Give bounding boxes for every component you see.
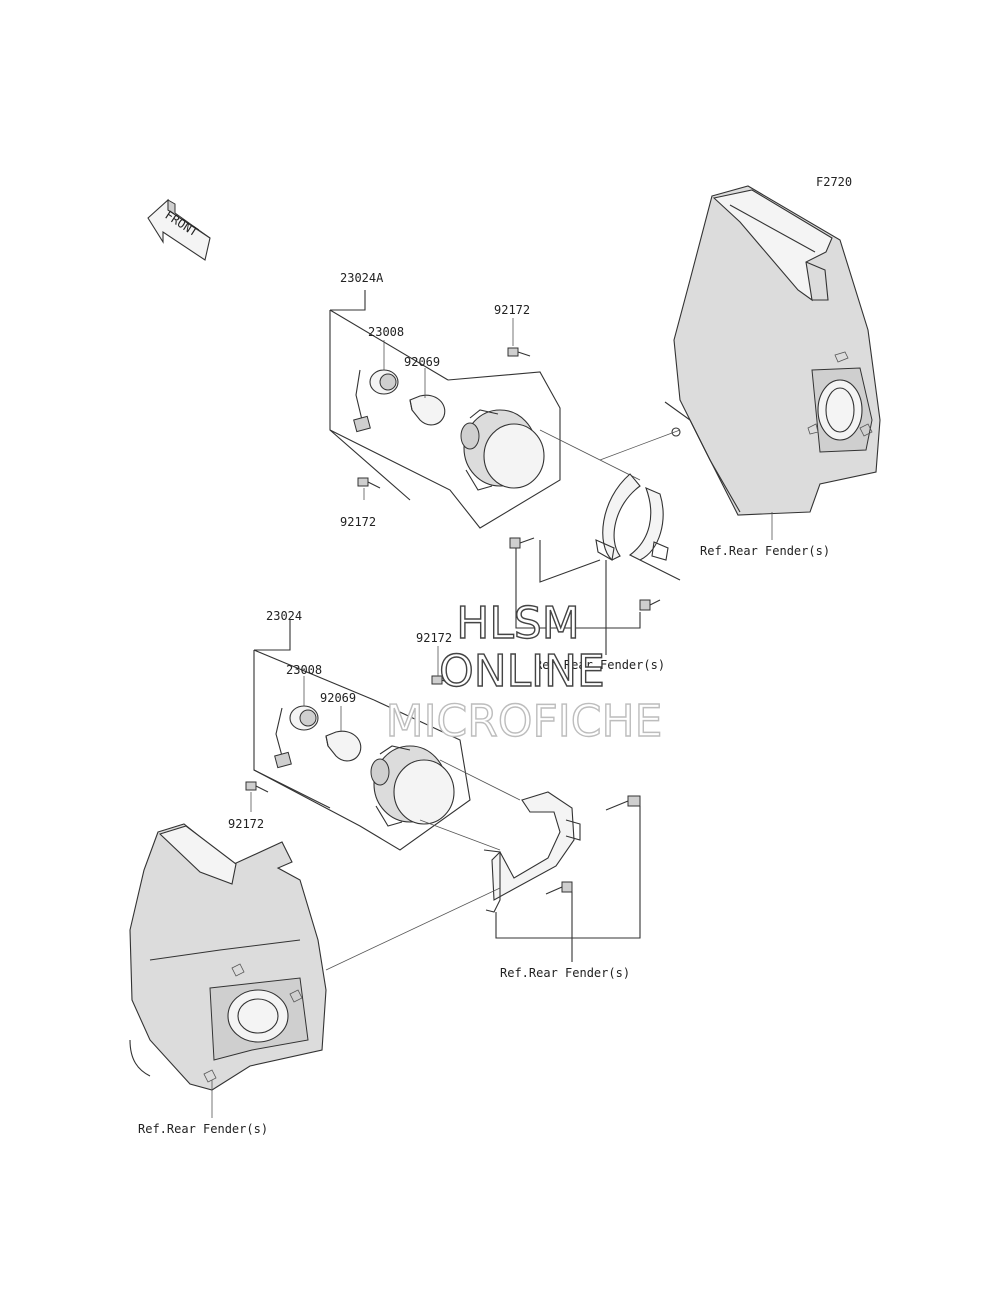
label-23008-upper: 23008	[368, 325, 404, 339]
lamp-housing-upper	[460, 409, 545, 491]
screw-92172-upper-top	[507, 347, 531, 357]
assembly-23024	[245, 620, 521, 851]
mount-bracket-upper	[509, 473, 681, 655]
bulb-92069-lower	[325, 730, 362, 762]
label-92172-lower-left: 92172	[228, 817, 264, 831]
label-ref-fender-upper-right: Ref.Rear Fender(s)	[700, 544, 830, 558]
label-92172-upper-top: 92172	[494, 303, 530, 317]
watermark: HLSM ONLINE MICROFICHE	[385, 597, 663, 747]
assembly-23024A	[329, 290, 681, 529]
label-ref-fender-middle: Ref.Rear Fender(s)	[535, 658, 665, 672]
label-92172-upper-left: 92172	[340, 515, 376, 529]
watermark-line-3: MICROFICHE	[386, 696, 663, 747]
bulb-92069-upper	[409, 394, 446, 426]
watermark-line-1: HLSM	[456, 598, 580, 649]
label-92069-upper: 92069	[404, 355, 440, 369]
front-arrow-icon: FRONT	[147, 198, 211, 261]
rear-fender-upper-right	[664, 185, 881, 516]
mount-bracket-lower	[483, 791, 641, 962]
watermark-line-2: ONLINE	[439, 646, 605, 697]
socket-23008-lower	[274, 705, 319, 769]
label-23024A: 23024A	[340, 271, 384, 285]
label-23008-lower: 23008	[286, 663, 322, 677]
label-ref-fender-lower-left: Ref.Rear Fender(s)	[138, 1122, 268, 1136]
socket-23008-upper	[353, 369, 399, 433]
rear-fender-lower-left	[129, 823, 501, 1118]
figure-code: F2720	[816, 175, 852, 189]
screw-92172-lower-left	[245, 781, 269, 793]
label-92172-lower-top: 92172	[416, 631, 452, 645]
lamp-housing-lower	[370, 745, 455, 827]
screw-92172-upper-left	[357, 477, 381, 489]
label-23024: 23024	[266, 609, 302, 623]
label-92069-lower: 92069	[320, 691, 356, 705]
label-ref-fender-lower-bracket: Ref.Rear Fender(s)	[500, 966, 630, 980]
screw-92172-lower-top	[431, 675, 457, 687]
